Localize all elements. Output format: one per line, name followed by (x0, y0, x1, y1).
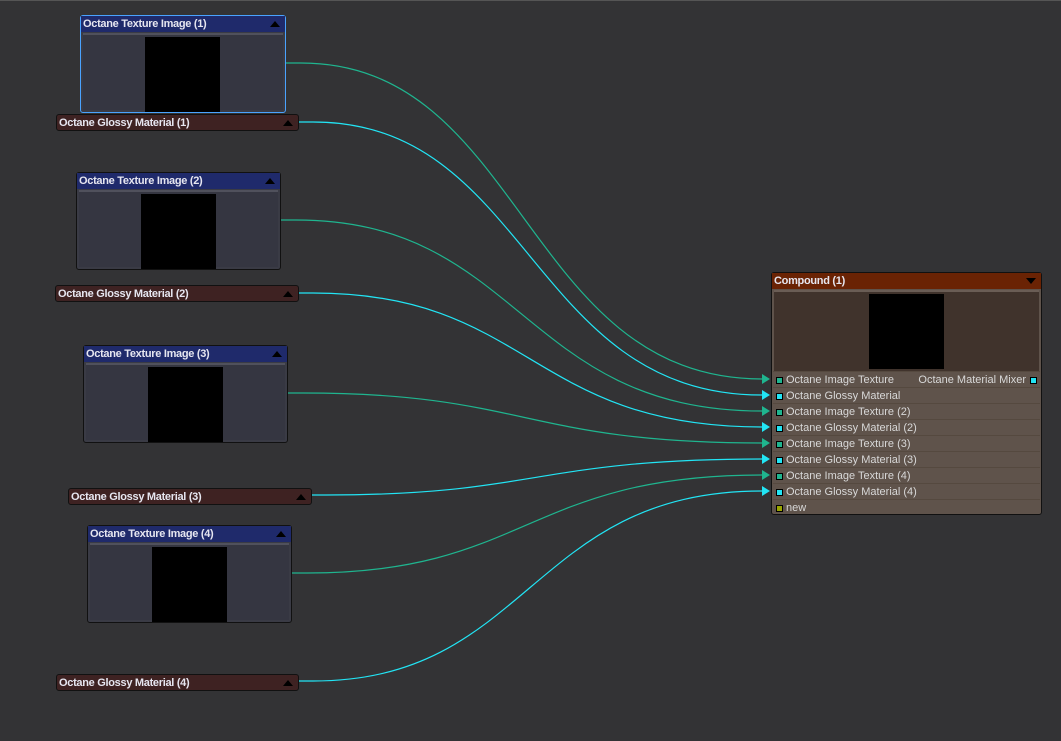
port-label: Octane Image Texture (2) (786, 406, 911, 418)
port-label: Octane Glossy Material (3) (786, 454, 917, 466)
expand-icon[interactable] (296, 494, 306, 500)
preview-thumbnail (145, 37, 220, 112)
input-port-row[interactable]: Octane Glossy Material (773, 387, 1040, 403)
wire-arrow-icon (762, 390, 770, 400)
node-title: Octane Glossy Material (3) (71, 491, 202, 503)
preview-area (86, 363, 285, 442)
node-title: Octane Texture Image (2) (77, 173, 280, 189)
port-label: Octane Image Texture (4) (786, 470, 911, 482)
preview-area (90, 543, 289, 622)
wire (311, 458, 763, 496)
wire (298, 292, 763, 428)
input-port-row[interactable]: Octane Image Texture (4) (773, 467, 1040, 483)
preview-thumbnail (868, 294, 944, 369)
wire (286, 62, 763, 380)
port-icon[interactable] (776, 489, 783, 496)
preview-thumbnail (151, 547, 227, 622)
node-title: Octane Texture Image (3) (84, 346, 287, 362)
wire (288, 392, 763, 444)
port-icon[interactable] (776, 425, 783, 432)
material-node-4[interactable]: Octane Glossy Material (4) (56, 674, 299, 691)
texture-node-2[interactable]: Octane Texture Image (2) (76, 172, 281, 270)
wire (281, 219, 763, 412)
collapse-icon[interactable] (276, 531, 286, 537)
collapse-icon[interactable] (265, 178, 275, 184)
expand-icon[interactable] (283, 680, 293, 686)
port-icon[interactable] (776, 505, 783, 512)
wire-arrow-icon (762, 470, 770, 480)
input-port-row[interactable]: Octane Image Texture (2) (773, 403, 1040, 419)
wire (298, 121, 763, 396)
node-title: Octane Glossy Material (4) (59, 677, 190, 689)
input-port-row[interactable]: Octane Image Texture Octane Material Mixe… (773, 371, 1040, 387)
input-port-row[interactable]: Octane Glossy Material (3) (773, 451, 1040, 467)
node-title: Octane Glossy Material (2) (58, 288, 189, 300)
port-icon[interactable] (776, 393, 783, 400)
port-icon[interactable] (776, 409, 783, 416)
expand-icon[interactable] (283, 291, 293, 297)
port-icon[interactable] (776, 473, 783, 480)
port-label: new (786, 502, 807, 514)
texture-node-1[interactable]: Octane Texture Image (1) (80, 15, 286, 113)
wire-arrow-icon (762, 454, 770, 464)
material-node-1[interactable]: Octane Glossy Material (1) (56, 114, 299, 131)
preview-area (774, 290, 1039, 371)
input-port-row[interactable]: Octane Glossy Material (4) (773, 483, 1040, 499)
port-label: Octane Glossy Material (4) (786, 486, 917, 498)
wire-arrow-icon (762, 406, 770, 416)
node-title: Octane Glossy Material (1) (59, 117, 190, 129)
texture-node-4[interactable]: Octane Texture Image (4) (87, 525, 292, 623)
node-title: Octane Texture Image (1) (81, 16, 285, 32)
wire-arrow-icon (762, 486, 770, 496)
expand-icon[interactable] (283, 120, 293, 126)
collapse-icon[interactable] (1026, 278, 1036, 284)
material-node-2[interactable]: Octane Glossy Material (2) (55, 285, 299, 302)
node-title: Octane Texture Image (4) (88, 526, 291, 542)
preview-area (79, 190, 278, 269)
port-label: Octane Glossy Material (786, 390, 901, 402)
output-port-icon[interactable] (1030, 377, 1037, 384)
port-icon[interactable] (776, 441, 783, 448)
wire (292, 474, 763, 574)
input-port-row[interactable]: new (773, 499, 1040, 515)
node-title: Compound (1) (772, 273, 1041, 289)
wire-arrow-icon (762, 438, 770, 448)
preview-thumbnail (140, 194, 216, 269)
input-port-row[interactable]: Octane Glossy Material (2) (773, 419, 1040, 435)
port-icon[interactable] (776, 377, 783, 384)
port-label: Octane Image Texture (786, 374, 895, 386)
port-label: Octane Image Texture (3) (786, 438, 911, 450)
wire-arrow-icon (762, 422, 770, 432)
port-icon[interactable] (776, 457, 783, 464)
output-port-label: Octane Material Mixer (918, 374, 1026, 386)
preview-thumbnail (147, 367, 223, 442)
texture-node-3[interactable]: Octane Texture Image (3) (83, 345, 288, 443)
input-port-row[interactable]: Octane Image Texture (3) (773, 435, 1040, 451)
wire-arrow-icon (762, 374, 770, 384)
material-node-3[interactable]: Octane Glossy Material (3) (68, 488, 312, 505)
collapse-icon[interactable] (272, 351, 282, 357)
wire (298, 490, 763, 682)
collapse-icon[interactable] (270, 21, 280, 27)
preview-area (83, 33, 283, 112)
port-label: Octane Glossy Material (2) (786, 422, 917, 434)
